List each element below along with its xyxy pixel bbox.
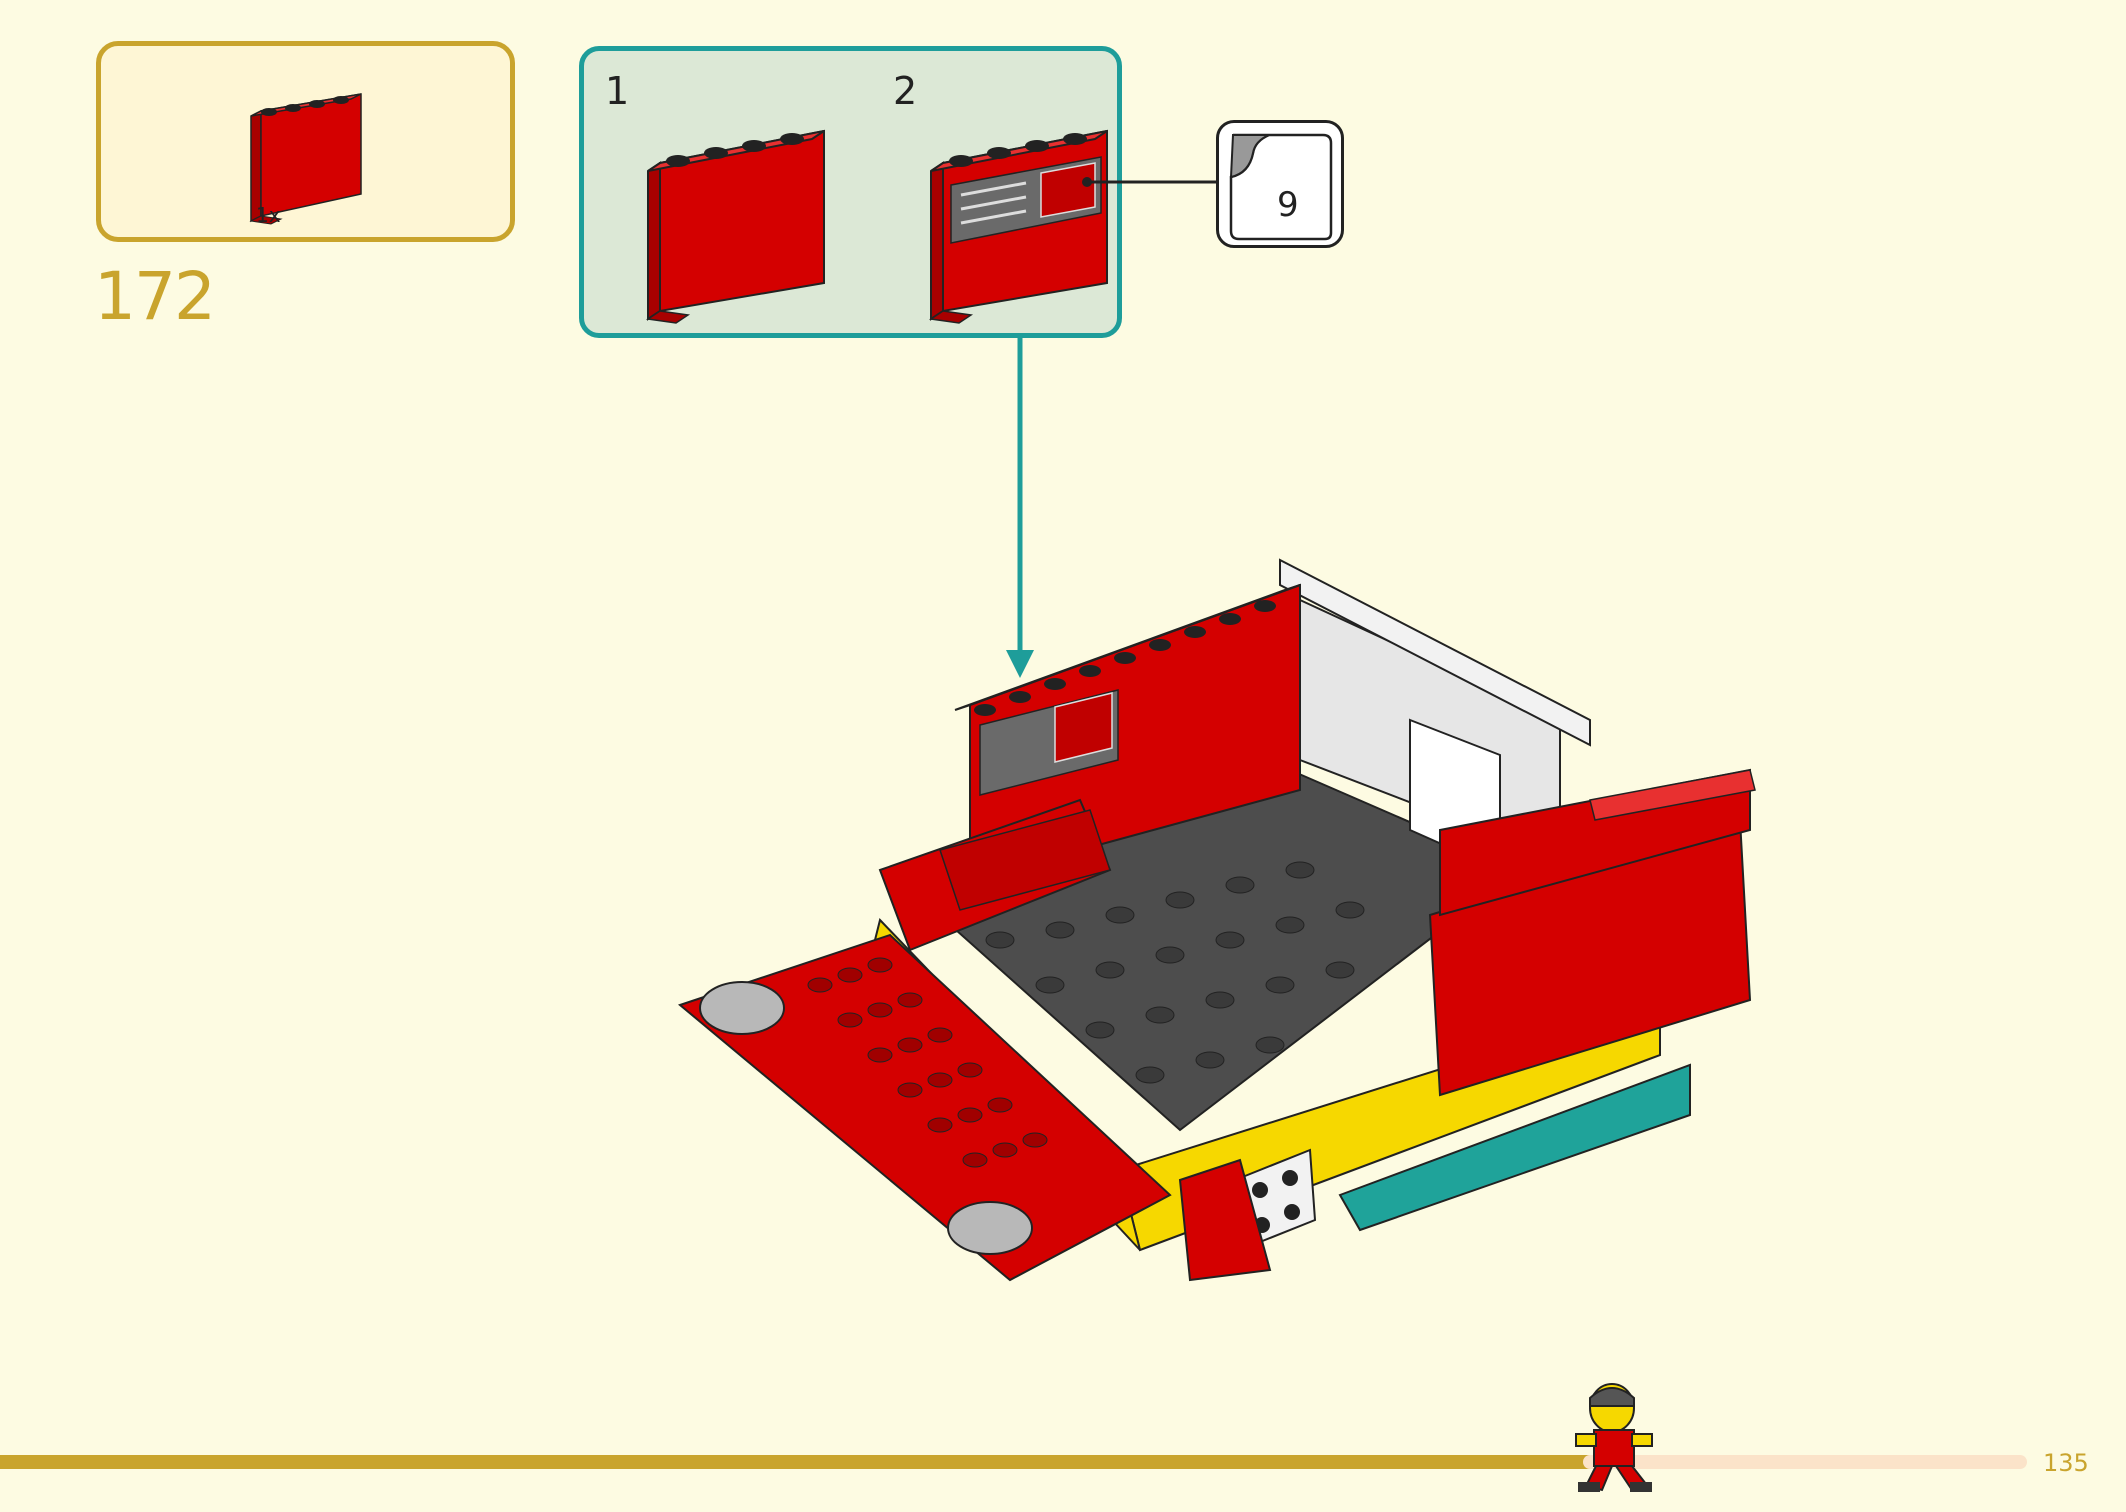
plain-red-panel-icon bbox=[645, 129, 825, 324]
substep-label-1: 1 bbox=[605, 69, 630, 113]
substep-callout: 1 2 bbox=[579, 46, 1122, 338]
parts-list-box: 1x bbox=[96, 41, 515, 242]
sticker-sheet-icon bbox=[1229, 133, 1333, 241]
red-panel-part-icon bbox=[249, 93, 362, 225]
substep-illustrations bbox=[645, 129, 1108, 324]
sticker-number: 9 bbox=[1277, 185, 1299, 225]
part-count-label: 1x bbox=[256, 203, 281, 227]
substep-label-2: 2 bbox=[893, 69, 918, 113]
sticker-reference-box: 9 bbox=[1216, 120, 1344, 248]
ninja-minifigure-icon bbox=[1575, 1383, 1653, 1492]
placement-arrow-head-icon bbox=[1006, 650, 1034, 678]
page-number: 135 bbox=[2043, 1449, 2089, 1477]
step-number: 172 bbox=[94, 258, 216, 335]
stickered-red-panel-icon bbox=[928, 129, 1108, 324]
